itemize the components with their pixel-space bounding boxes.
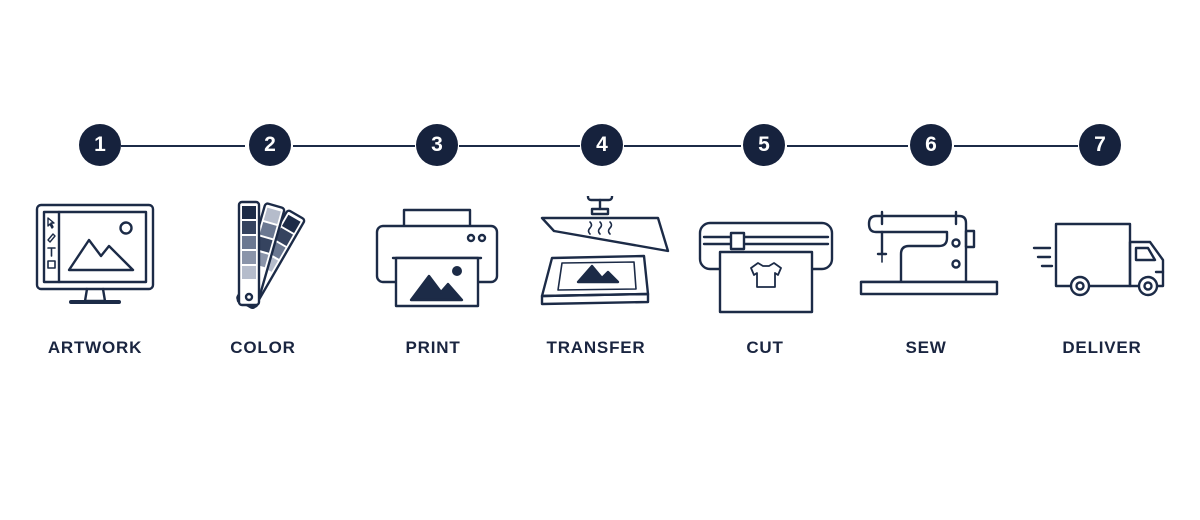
connector-line bbox=[121, 145, 245, 147]
step-number-badge: 7 bbox=[1079, 124, 1121, 166]
heat-press-icon bbox=[530, 196, 670, 316]
connector-line bbox=[624, 145, 741, 147]
vinyl-cutter-icon bbox=[696, 196, 836, 316]
connector-line bbox=[459, 145, 580, 147]
step-number-badge: 4 bbox=[581, 124, 623, 166]
step-number-badge: 6 bbox=[910, 124, 952, 166]
step-label: ARTWORK bbox=[47, 338, 143, 357]
sewing-machine-icon bbox=[859, 196, 999, 316]
step-label: DELIVER bbox=[1062, 338, 1142, 357]
delivery-truck-icon bbox=[1030, 196, 1170, 316]
step-number-badge: 5 bbox=[743, 124, 785, 166]
step-label: PRINT bbox=[405, 338, 461, 357]
printer-icon bbox=[367, 196, 507, 316]
step-label: TRANSFER bbox=[546, 338, 646, 357]
step-number-badge: 3 bbox=[416, 124, 458, 166]
step-label: SEW bbox=[905, 338, 947, 357]
connector-line bbox=[293, 145, 415, 147]
computer-monitor-icon bbox=[25, 196, 165, 316]
color-swatch-icon bbox=[205, 196, 345, 316]
connector-line bbox=[787, 145, 908, 147]
step-number-badge: 2 bbox=[249, 124, 291, 166]
connector-line bbox=[954, 145, 1078, 147]
step-label: CUT bbox=[746, 338, 784, 357]
step-label: COLOR bbox=[230, 338, 296, 357]
step-number-badge: 1 bbox=[79, 124, 121, 166]
